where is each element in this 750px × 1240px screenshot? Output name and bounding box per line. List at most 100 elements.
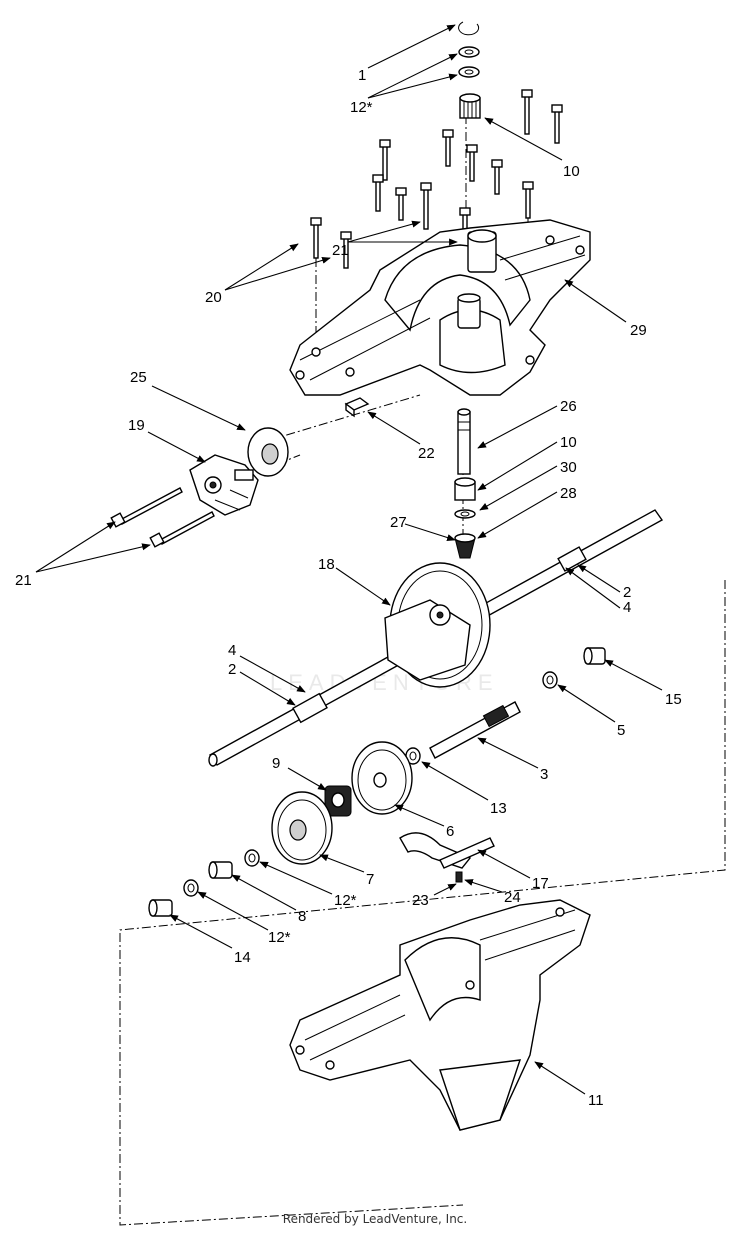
part-14-bushing xyxy=(148,899,173,917)
part-12-washer-mid xyxy=(244,849,260,867)
callout-label-c21a: 21 xyxy=(332,242,349,259)
part-22-key xyxy=(344,397,370,418)
callout-label-c6: 6 xyxy=(446,823,454,840)
part-24-pin xyxy=(455,871,463,883)
callout-label-c9: 9 xyxy=(272,755,280,772)
leader-line-c1-0 xyxy=(367,24,456,69)
callout-label-c14: 14 xyxy=(234,949,251,966)
part-19-brake-assembly xyxy=(189,454,259,516)
bolt-8 xyxy=(395,187,407,221)
bolt-1 xyxy=(551,104,563,144)
leader-line-c30-0 xyxy=(479,465,558,511)
bolts-top xyxy=(310,89,563,269)
bolt-3 xyxy=(442,129,454,167)
callout-label-c28: 28 xyxy=(560,485,577,502)
callout-label-c17: 17 xyxy=(532,875,549,892)
part-12-washer-low xyxy=(183,879,199,897)
callout-label-c20: 20 xyxy=(205,289,222,306)
part-5-washer xyxy=(542,671,558,689)
leader-line-c17-0 xyxy=(477,849,531,879)
leader-line-c28-0 xyxy=(477,491,558,539)
bolt-0 xyxy=(521,89,533,135)
part-10-bearing-mid xyxy=(454,477,476,501)
bolt-12 xyxy=(340,231,352,269)
callout-label-c23: 23 xyxy=(412,892,429,909)
callout-label-c26: 26 xyxy=(560,398,577,415)
callout-label-c4a: 4 xyxy=(623,599,631,616)
leader-line-c13-0 xyxy=(421,761,489,801)
part-25-disc xyxy=(247,427,289,477)
part-26-shaft xyxy=(457,408,471,475)
callout-label-c22: 22 xyxy=(418,445,435,462)
bolt-6 xyxy=(522,181,534,219)
leader-line-c2a-0 xyxy=(577,564,621,593)
callout-label-c27: 27 xyxy=(390,514,407,531)
part-30-washer xyxy=(454,509,476,519)
leader-line-c22-0 xyxy=(367,411,421,445)
leader-line-c10a-0 xyxy=(484,117,563,161)
leader-line-c27-0 xyxy=(404,523,456,541)
callout-label-c12c: 12* xyxy=(268,929,291,946)
callout-label-c4b: 4 xyxy=(228,642,236,659)
callout-label-c5: 5 xyxy=(617,722,625,739)
bolt-7 xyxy=(372,174,384,212)
part-29-upper-housing xyxy=(289,219,591,396)
leader-line-c10b-0 xyxy=(477,441,558,491)
bolt-11 xyxy=(310,217,322,259)
part-12-washers-top xyxy=(458,46,480,78)
callout-label-c11: 11 xyxy=(588,1092,604,1109)
callout-labels: 112*102120292519222610302827211824421553… xyxy=(15,67,682,1109)
leader-line-c14-0 xyxy=(169,914,233,949)
leader-line-c18-0 xyxy=(335,567,391,606)
leader-line-c15-0 xyxy=(604,659,663,691)
part-17-shift-fork xyxy=(399,832,495,869)
callout-label-c3: 3 xyxy=(540,766,548,783)
callout-label-c13: 13 xyxy=(490,800,507,817)
part-27-pinion-gear xyxy=(454,533,476,559)
leader-line-c2b-0 xyxy=(239,671,296,706)
leader-line-c24-0 xyxy=(464,879,503,893)
leader-line-c3-0 xyxy=(477,737,539,769)
callout-label-c25: 25 xyxy=(130,369,147,386)
part-9-shift-collar xyxy=(324,785,352,817)
part-15-bushing xyxy=(583,647,606,665)
part-10-bearing-top xyxy=(459,93,481,119)
leader-line-c26-0 xyxy=(477,405,558,449)
bolt-9 xyxy=(420,182,432,230)
leader-line-c4b-0 xyxy=(239,655,306,693)
part-18-differential-gear xyxy=(384,562,491,688)
callout-label-c7: 7 xyxy=(366,871,374,888)
callout-label-c2a: 2 xyxy=(623,584,631,601)
leader-line-c12a-0 xyxy=(367,53,458,99)
part-6-gear-disc xyxy=(351,741,413,815)
part-11-lower-housing xyxy=(289,899,591,1131)
leader-line-c20-1 xyxy=(224,256,331,291)
leader-line-c21a-1 xyxy=(347,220,421,243)
part-1-e-clip xyxy=(458,21,480,36)
callout-label-c24: 24 xyxy=(504,889,521,906)
callout-label-c10b: 10 xyxy=(560,434,577,451)
leader-line-c29-0 xyxy=(564,279,627,323)
callout-leaders xyxy=(35,24,663,1095)
rendered-by-footer: Rendered by LeadVenture, Inc. xyxy=(282,1212,468,1226)
leader-line-c12a-1 xyxy=(367,73,458,99)
part-3-shaft xyxy=(429,701,521,759)
part-7-gear-disc xyxy=(271,791,333,865)
callout-label-c2b: 2 xyxy=(228,661,236,678)
callout-label-c30: 30 xyxy=(560,459,577,476)
leader-line-c8-0 xyxy=(231,874,297,911)
leader-line-c21b-0 xyxy=(35,521,116,573)
callout-label-c8: 8 xyxy=(298,908,306,925)
callout-label-c19: 19 xyxy=(128,417,145,434)
callout-label-c12a: 12* xyxy=(350,99,373,116)
callout-label-c29: 29 xyxy=(630,322,647,339)
leader-line-c6-0 xyxy=(394,804,445,827)
bolt-4 xyxy=(466,144,478,182)
leader-line-c23-0 xyxy=(433,883,457,896)
callout-label-c12b: 12* xyxy=(334,892,357,909)
leader-line-c25-0 xyxy=(151,385,246,431)
bolt-2 xyxy=(379,139,391,181)
leader-line-c19-0 xyxy=(147,431,206,463)
leader-line-c11-0 xyxy=(534,1061,586,1095)
